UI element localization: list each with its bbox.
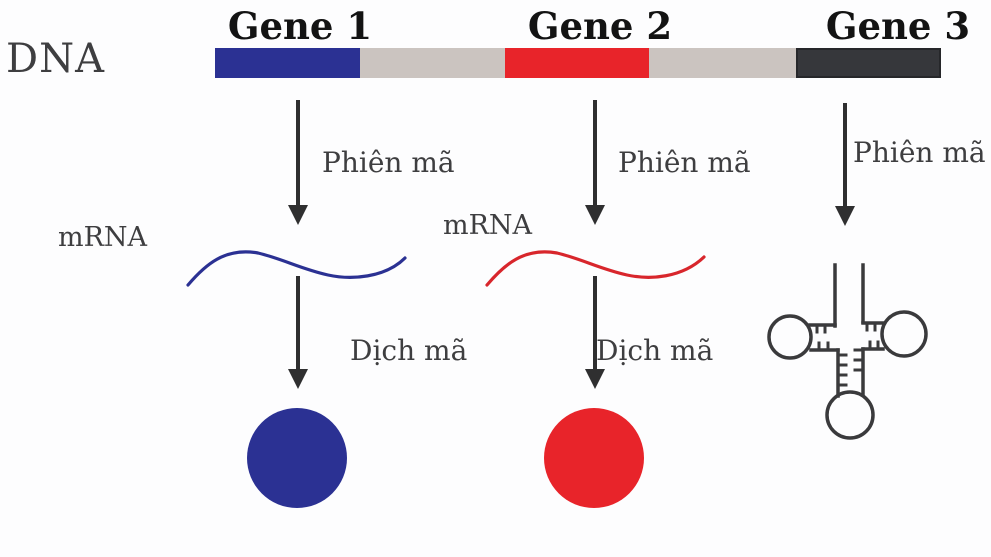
dna-segment-gene-3 [796, 48, 941, 78]
transcription-arrowhead-gene3 [835, 206, 855, 226]
gene-2-title: Gene 2 [527, 4, 673, 48]
dna-strand-bar [215, 48, 941, 78]
mrna-label-gene2: mRNA [443, 210, 533, 241]
dna-segment-spacer [360, 48, 505, 78]
protein-product-gene1 [247, 408, 347, 508]
transcription-arrow-gene2 [593, 100, 597, 206]
translation-label-gene1: Dịch mã [350, 334, 468, 367]
dna-label: DNA [6, 36, 105, 82]
transcription-arrowhead-gene2 [585, 205, 605, 225]
dna-segment-gene-2 [505, 48, 649, 78]
translation-arrow-gene2 [593, 276, 597, 370]
mrna-label-gene1: mRNA [58, 222, 148, 253]
transcription-label-gene2: Phiên mã [618, 146, 751, 179]
mrna-wave-gene2 [485, 250, 706, 287]
transcription-arrowhead-gene1 [288, 205, 308, 225]
transcription-label-gene1: Phiên mã [322, 146, 455, 179]
translation-arrowhead-gene1 [288, 369, 308, 389]
translation-arrow-gene1 [296, 276, 300, 370]
mrna-wave-gene1 [186, 250, 407, 287]
protein-product-gene2 [544, 408, 644, 508]
dna-segment-gene-1 [215, 48, 360, 78]
dna-segment-spacer [649, 48, 796, 78]
transcription-arrow-gene3 [843, 103, 847, 207]
translation-arrowhead-gene2 [585, 369, 605, 389]
translation-label-gene2: Dịch mã [596, 334, 714, 367]
gene-3-title: Gene 3 [825, 4, 971, 48]
trna-cloverleaf-gene3 [767, 263, 928, 440]
transcription-label-gene3: Phiên mã [853, 136, 986, 169]
transcription-arrow-gene1 [296, 100, 300, 206]
gene-1-title: Gene 1 [227, 4, 373, 48]
